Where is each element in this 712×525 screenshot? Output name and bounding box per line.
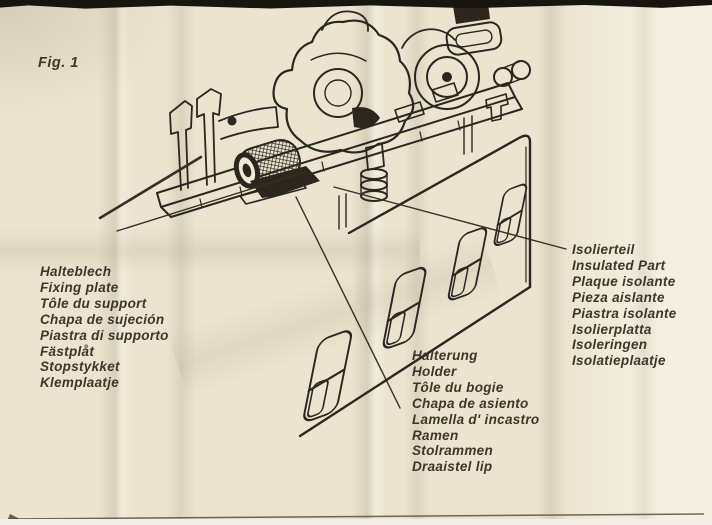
label-line: Lamella d' incastro [412,411,540,427]
label-line: Klemplaatje [40,375,120,391]
wire-loop [445,21,503,56]
label-line: Chapa de sujeción [40,311,165,327]
label-line: Pieza aislante [572,289,665,305]
shell-window [303,330,353,422]
label-line: Isoleringen [572,337,648,353]
label-line: Isolierplatta [572,321,652,337]
scan-bottom-edge [7,513,705,520]
leader-fixing-plate-thick [98,155,203,220]
leader-fixing-plate-thin [116,171,306,232]
label-line: Plaque isolante [572,273,676,289]
leader-holder [295,196,401,409]
dark-tab [453,3,490,24]
motor-housing [272,19,415,154]
label-line: Isolierteil [572,242,635,257]
shell-window [382,266,427,349]
label-line: Holder [412,363,457,379]
screw-spring [360,143,388,202]
label-line: Tôle du bogie [412,379,504,395]
label-line: Ramen [412,427,459,443]
scan-top-edge [0,0,712,9]
bogie-chassis-art [156,3,531,230]
body-shell-art [298,134,532,438]
label-line: Fixing plate [40,279,119,295]
figure-label: Fig. 1 [38,55,79,71]
label-line: Draaistel lip [412,459,493,475]
label-line: Tôle du support [40,295,147,311]
leader-lines [98,155,567,409]
label-line: Halteblech [40,264,112,279]
label-line: Halterung [412,348,478,363]
label-line: Stopstykket [40,359,120,375]
fixing-plate-part [250,166,320,198]
label-line: Fästplåt [40,343,95,359]
label-line: Stolrammen [412,443,494,459]
shell-window [447,227,488,301]
scanner-background [0,519,712,525]
flywheel [414,44,480,110]
frame-hole [227,116,237,126]
label-line: Piastra di supporto [40,327,169,343]
label-line: Isolatieplaatje [572,353,666,369]
label-line: Chapa de asiento [412,395,529,411]
label-line: Piastra isolante [572,305,677,321]
label-line: Insulated Part [572,257,666,273]
leader-insulated-part [333,186,567,250]
shell-window [493,183,528,247]
